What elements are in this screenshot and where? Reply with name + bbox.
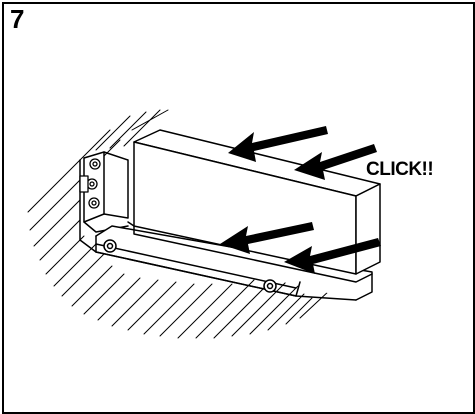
enclosure-box [127,129,381,283]
click-callout: CLICK!! [366,159,434,180]
step-number: 7 [10,4,25,34]
base-rail [95,225,373,301]
bracket-clip [79,175,89,193]
screw-icon [86,158,101,209]
arrow-icon [220,126,381,274]
wall-hatch [27,109,331,339]
